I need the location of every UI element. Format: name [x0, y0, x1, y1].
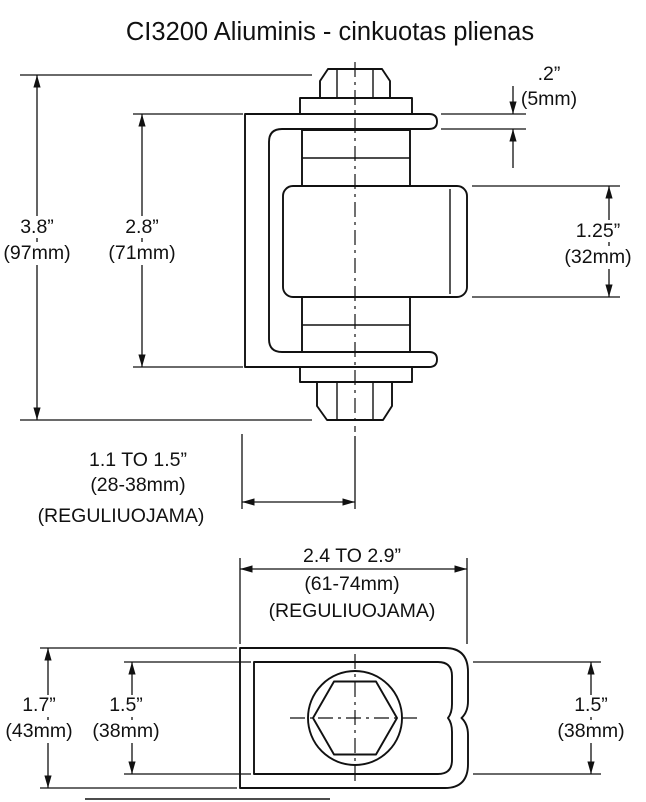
dim-inner-depth-left: 1.5” (38mm) [92, 661, 251, 775]
dim-text-mask [565, 246, 631, 269]
dim-text-mask [19, 695, 59, 717]
dim-setback: 1.1 TO 1.5” (28-38mm) (REGULIUOJAMA) [38, 434, 356, 527]
side-view: 3.8” (97mm) 2.8” (71mm) .2” (5mm) [3, 62, 632, 527]
roller-body [282, 185, 468, 298]
dim-text-mask [93, 720, 159, 743]
dim-inner-depth-right: 1.5” (38mm) [473, 661, 625, 775]
lower-spacer [301, 296, 411, 353]
dim-outer-depth: 1.7” (43mm) [5, 647, 237, 789]
dim-flange-thickness: .2” (5mm) [441, 63, 577, 168]
dim-adjustable-width: 2.4 TO 2.9” (61-74mm) (REGULIUOJAMA) [239, 545, 468, 644]
dim-metric: (71mm) [108, 242, 175, 264]
roller [282, 185, 468, 298]
dim-overall-height: 3.8” (97mm) [3, 74, 312, 421]
dim-text-mask [106, 695, 146, 717]
dim-value: 1.5” [574, 694, 608, 716]
dim-metric: (38mm) [557, 720, 624, 742]
hex-nut-outline [316, 381, 393, 421]
dim-value: 1.7” [22, 694, 56, 716]
dim-metric: (5mm) [521, 88, 577, 110]
bolt-top [307, 670, 403, 766]
bracket-outline [244, 113, 438, 368]
dim-text-mask [121, 216, 163, 238]
dim-value: 1.5” [109, 694, 143, 716]
dim-bracket-height: 2.8” (71mm) [108, 113, 243, 368]
bolt-head [319, 68, 391, 99]
bolt-head-outline [319, 68, 391, 99]
dim-metric: (97mm) [3, 242, 70, 264]
hex-bolt-head-top [312, 680, 398, 756]
dim-metric: (61-74mm) [304, 573, 399, 595]
drawing-title: CI3200 Aliuminis - cinkuotas plienas [126, 18, 534, 46]
washer-circle [307, 670, 403, 766]
dim-value: 2.8” [125, 216, 159, 238]
top-washer [299, 97, 413, 115]
dim-value: 1.25” [576, 220, 620, 242]
dim-metric: (32mm) [564, 246, 631, 268]
dim-roller-length: 1.25” (32mm) [472, 185, 632, 298]
upper-spacer [301, 129, 411, 187]
bottom-washer [299, 366, 413, 383]
dim-note: (REGULIUOJAMA) [38, 505, 205, 527]
dim-value: 2.4 TO 2.9” [303, 545, 401, 567]
dim-value: .2” [538, 63, 561, 85]
clamp-outer-outline [239, 647, 469, 789]
dim-value: 1.1 TO 1.5” [89, 449, 187, 471]
dim-metric: (28-38mm) [90, 474, 185, 496]
dim-note: (REGULIUOJAMA) [269, 600, 436, 622]
dim-text-mask [4, 242, 70, 265]
hex-nut [316, 381, 393, 421]
top-view: 2.4 TO 2.9” (61-74mm) (REGULIUOJAMA) 1.7… [5, 545, 625, 800]
dim-value: 3.8” [20, 216, 54, 238]
dim-text-mask [576, 220, 622, 242]
dim-text-mask [6, 720, 72, 743]
dim-metric: (43mm) [5, 720, 72, 742]
dim-text-mask [109, 242, 175, 265]
dim-metric: (38mm) [92, 720, 159, 742]
dim-text-mask [558, 720, 624, 743]
dim-text-mask [571, 695, 611, 717]
clamp-inner-outline [253, 661, 453, 775]
dim-text-mask [16, 216, 58, 238]
